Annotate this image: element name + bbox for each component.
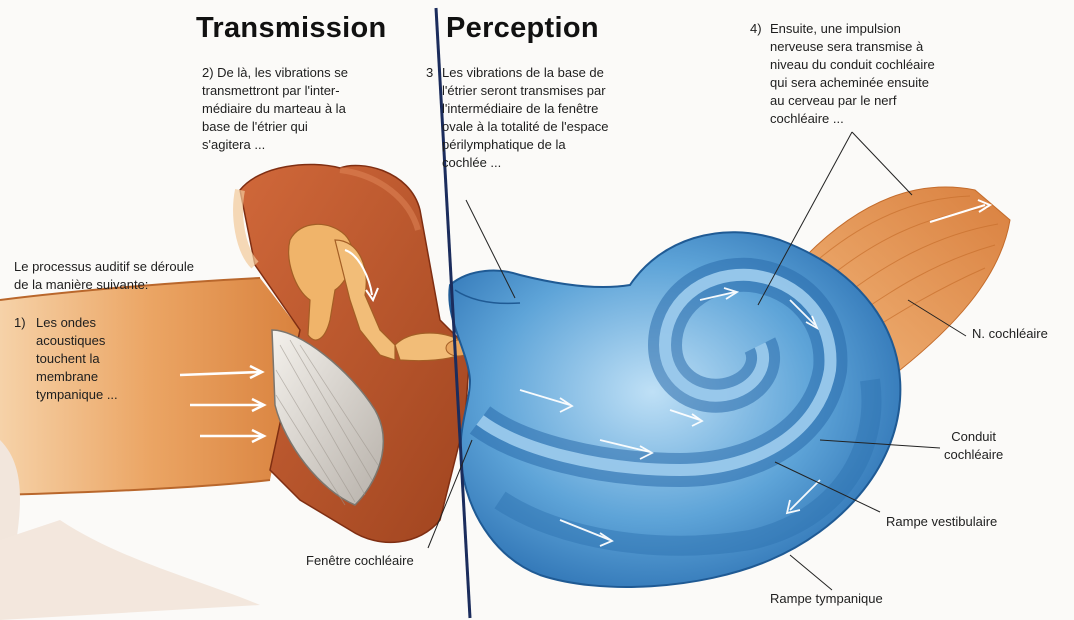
- label-conduit-cochleaire: Conduit cochléaire: [944, 428, 1003, 464]
- label-fenetre-cochleaire: Fenêtre cochléaire: [306, 552, 414, 570]
- caption-step-3: Les vibrations de la base de l'étrier se…: [442, 64, 657, 172]
- caption-step-2: 2) De là, les vibrations se transmettron…: [202, 64, 412, 154]
- heading-perception: Perception: [446, 12, 599, 45]
- heading-transmission: Transmission: [196, 12, 387, 45]
- caption-step-4: Ensuite, une impulsion nerveuse sera tra…: [770, 20, 995, 128]
- caption-step-4-number: 4): [750, 20, 762, 38]
- cochlea: [449, 232, 900, 587]
- caption-step-3-number: 3: [426, 64, 433, 82]
- caption-step-1: Les ondes acoustiques touchent la membra…: [36, 314, 166, 404]
- caption-intro: Le processus auditif se déroule de la ma…: [14, 258, 254, 294]
- label-rampe-vestibulaire: Rampe vestibulaire: [886, 513, 997, 531]
- label-n-cochleaire: N. cochléaire: [972, 325, 1048, 343]
- caption-step-1-number: 1): [14, 314, 26, 332]
- label-rampe-tympanique: Rampe tympanique: [770, 590, 883, 608]
